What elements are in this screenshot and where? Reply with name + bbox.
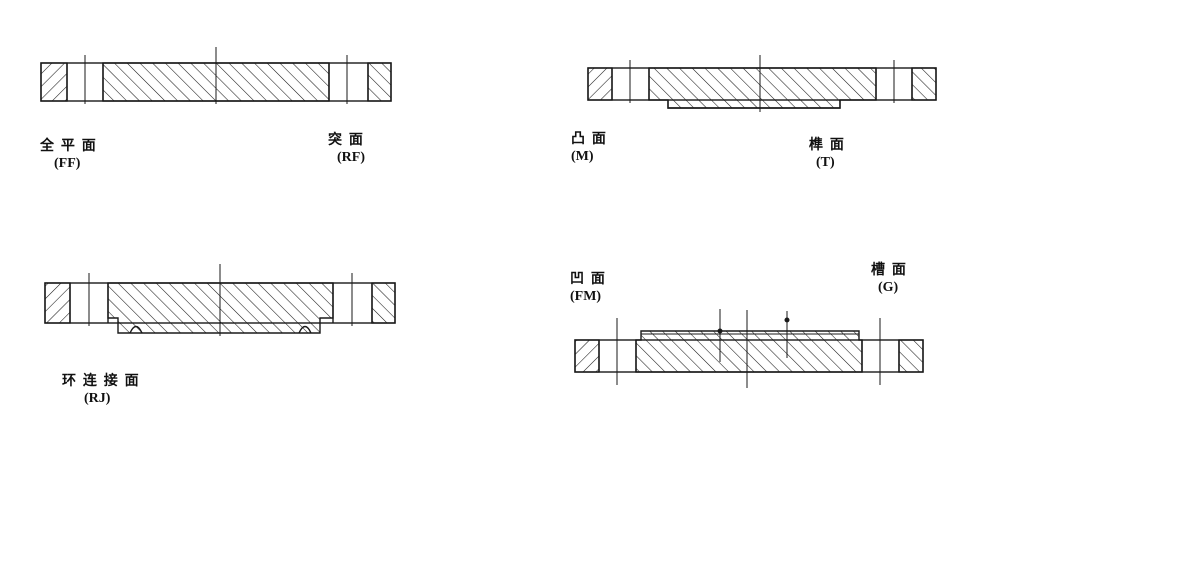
flange-m-t — [587, 55, 937, 112]
label-t: 榫 面 (T) — [809, 137, 845, 171]
label-fm-name: 凹 面 — [570, 271, 606, 287]
label-rf-name: 突 面 — [328, 132, 364, 148]
label-g-code: (G) — [878, 280, 899, 295]
label-m-code: (M) — [571, 149, 594, 164]
label-fm: 凹 面 (FM) — [570, 271, 606, 305]
flange-rj-right-rim — [371, 282, 396, 324]
label-g-name: 槽 面 — [871, 262, 907, 278]
label-t-name: 榫 面 — [809, 137, 845, 153]
flange-rf-right-rim — [367, 62, 392, 102]
flange-m-body — [648, 67, 877, 109]
label-rf: 突 面 (RF) — [328, 132, 365, 166]
label-rj-code: (RJ) — [84, 391, 111, 406]
label-rj: 环 连 接 面 (RJ) — [62, 373, 140, 407]
flange-ff-left-rim — [40, 62, 68, 102]
flange-rj-left-rim — [44, 282, 71, 324]
label-rf-code: (RF) — [337, 150, 365, 165]
flange-t-right-rim — [911, 67, 937, 101]
flange-ff-rf — [40, 47, 392, 104]
label-g: 槽 面 (G) — [871, 262, 907, 296]
label-t-code: (T) — [816, 155, 835, 170]
label-m: 凸 面 (M) — [571, 131, 607, 165]
flange-fm-body — [635, 330, 863, 373]
label-ff-name: 全 平 面 — [40, 138, 97, 154]
flange-rj — [44, 264, 396, 336]
flange-fm-left-rim — [574, 339, 600, 373]
label-fm-code: (FM) — [570, 289, 602, 304]
ring-groove — [129, 325, 143, 334]
flange-m-left-rim — [587, 67, 613, 101]
label-rj-name: 环 连 接 面 — [62, 373, 140, 389]
label-ff: 全 平 面 (FF) — [40, 138, 97, 172]
flange-fm-g — [574, 309, 924, 388]
label-m-name: 凸 面 — [571, 131, 607, 147]
ring-groove — [298, 325, 312, 334]
label-ff-code: (FF) — [54, 156, 81, 171]
flange-g-right-rim — [898, 339, 924, 373]
